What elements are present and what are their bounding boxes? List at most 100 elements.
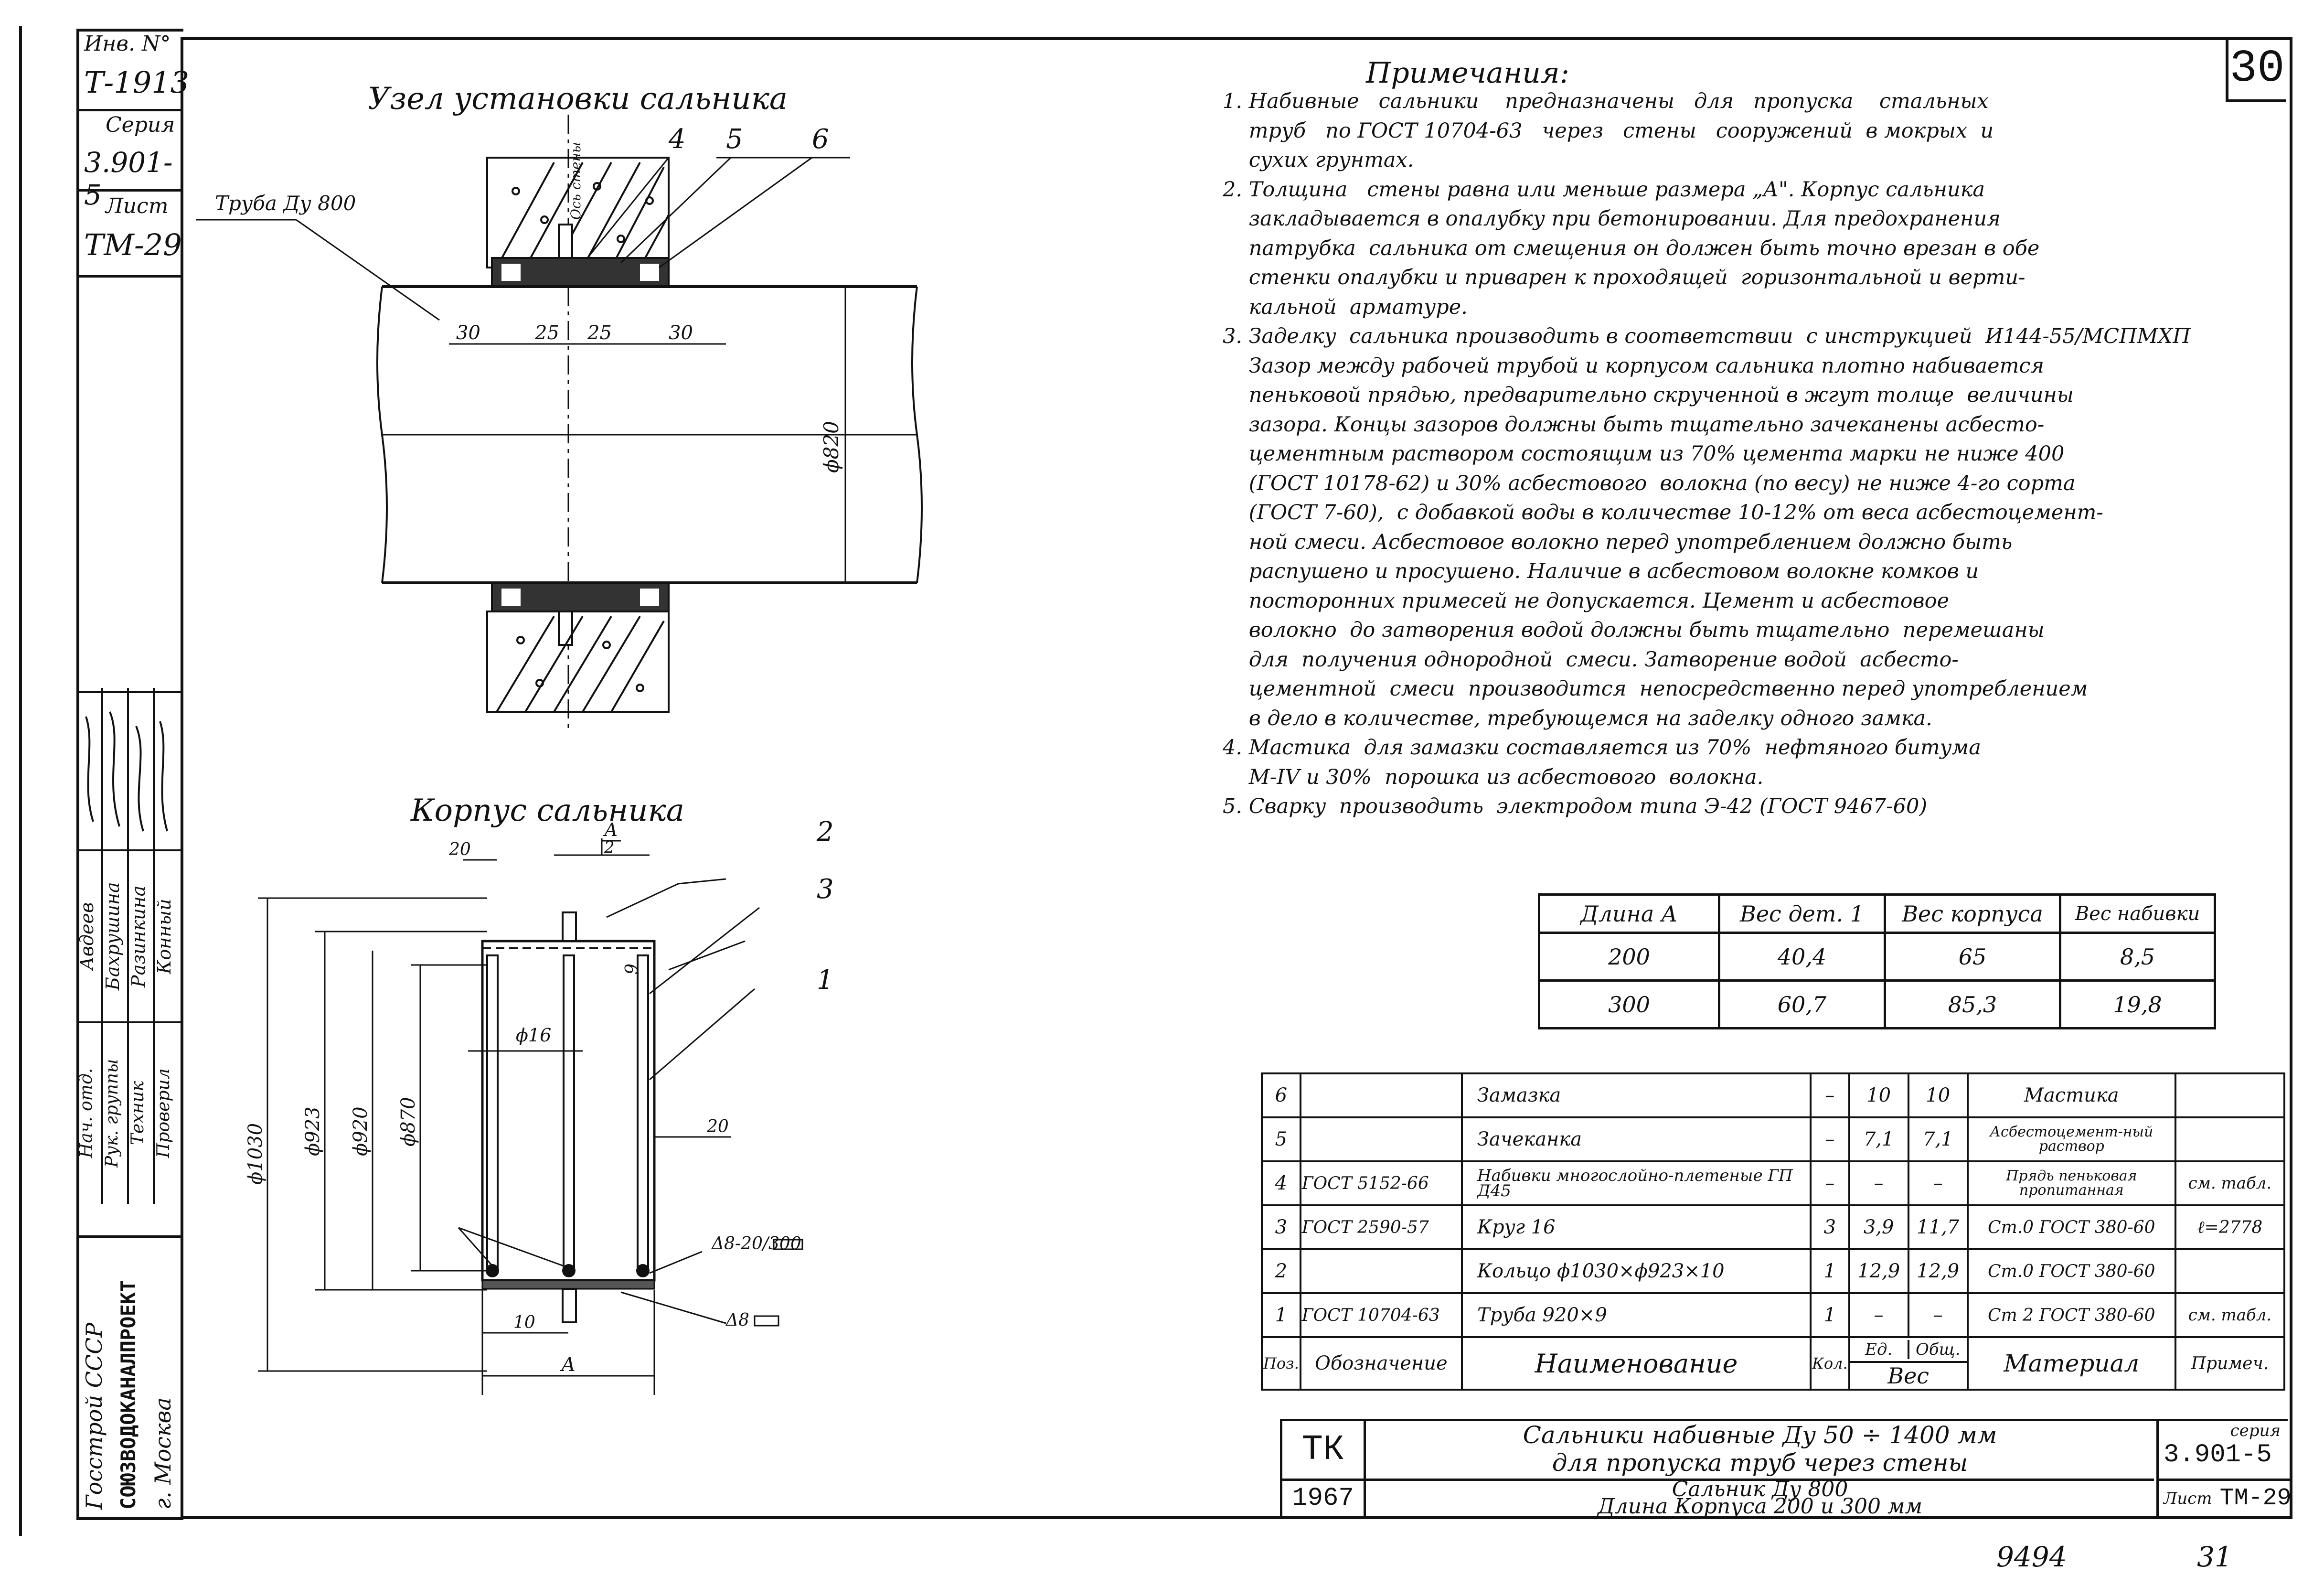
weights-header: Вес корпуса (1884, 893, 2061, 934)
spec-total: 7,1 (1907, 1116, 1969, 1162)
spec-pos: 4 (1261, 1160, 1301, 1206)
pipe-diameter: ϕ820 (820, 421, 843, 473)
spec-unit: 10 (1848, 1072, 1909, 1118)
drawing2-gland-body: 2 3 1 20 А 2 9 ϕ16 ϕ1030 ϕ923 ϕ920 ϕ870 … (245, 816, 834, 1395)
spec-doc: ГОСТ 10704-63 (1299, 1292, 1463, 1338)
note-line: цементным раствором состоящим из 70% цем… (1223, 442, 2065, 466)
signature-grid: Авдеев Бахрушина Разинкина Конный Нач. о… (76, 688, 181, 1204)
dim-phi870: ϕ870 (397, 1097, 419, 1147)
spec-table: 6 Замазка – 10 10 Мастика 5 Зачеканка – … (1261, 1072, 2286, 1391)
spec-pos: 6 (1261, 1072, 1301, 1118)
weights-table: Длина А Вес дет. 1 Вес корпуса Вес набив… (1538, 893, 2216, 1029)
subtitle-line-2: Длина Корпуса 200 и 300 мм (1598, 1494, 1922, 1519)
spec-doc: ГОСТ 2590-57 (1299, 1204, 1463, 1250)
footer-right: 31 (2197, 1541, 2232, 1573)
spec-total: – (1907, 1160, 1969, 1206)
spec-qty: – (1810, 1160, 1850, 1206)
drawing1-gland-assembly: 4 5 6 Труба Ду 800 Ось стены 30 25 25 30… (196, 115, 923, 731)
spec-header-name: Наименование (1460, 1336, 1812, 1391)
dim-top-2: 2 (604, 838, 615, 857)
footer-left: 9494 (1996, 1541, 2067, 1573)
note-line: кальной арматуре. (1223, 295, 1468, 319)
weights-header-row: Длина А Вес дет. 1 Вес корпуса Вес набив… (1538, 893, 2216, 934)
title-line-1: Сальники набивные Ду 50 ÷ 1400 мм (1523, 1421, 1997, 1449)
roles-column: Нач. отд. Рук. группы Техник Проверил (76, 1027, 181, 1199)
pipe-label: Труба Ду 800 (215, 192, 356, 215)
spec-row: 2 Кольцо ϕ1030×ϕ923×10 1 12,9 12,9 Ст.0 … (1261, 1248, 2286, 1294)
spec-material: Асбестоцемент-ный раствор (1966, 1116, 2176, 1162)
spec-doc: ГОСТ 5152-66 (1299, 1160, 1463, 1206)
callout-3: 3 (817, 874, 834, 905)
weights-row: 300 60,7 85,3 19,8 (1538, 979, 2216, 1029)
weights-header: Вес набивки (2059, 893, 2216, 934)
weights-cell: 85,3 (1884, 979, 2061, 1029)
title-block-sheet-cell: Лист ТМ-29 (2156, 1481, 2295, 1516)
weights-header: Длина А (1538, 893, 1720, 934)
dim-25-left: 25 (534, 322, 559, 344)
title-series-label: серия (2230, 1421, 2281, 1440)
title-block-code-cell: ТК (1282, 1421, 1366, 1481)
spec-qty: 1 (1810, 1248, 1850, 1294)
spec-material: Ст.0 ГОСТ 380-60 (1966, 1248, 2176, 1294)
stamp-divider (79, 275, 183, 278)
spec-note: см. табл. (2174, 1160, 2286, 1206)
spec-unit: – (1848, 1292, 1909, 1338)
note-line: патрубка сальника от смещения он должен … (1223, 236, 2040, 260)
weights-cell: 65 (1884, 932, 2061, 982)
spec-name: Труба 920×9 (1460, 1292, 1812, 1338)
spec-material: Ст 2 ГОСТ 380-60 (1966, 1292, 2176, 1338)
spec-name: Набивки многослойно-плетеные ГП Д45 (1460, 1160, 1812, 1206)
spec-unit: 7,1 (1848, 1116, 1909, 1162)
spec-qty: 1 (1810, 1292, 1850, 1338)
stamp-divider (79, 109, 183, 111)
note-line: в дело в количестве, требующемся на заде… (1223, 706, 1932, 730)
note-line: (ГОСТ 7-60), с добавкой воды в количеств… (1223, 501, 2103, 525)
spec-qty: – (1810, 1072, 1850, 1118)
weights-cell: 300 (1538, 979, 1720, 1029)
callout-1: 1 (817, 964, 834, 996)
dim-30-left: 30 (456, 322, 480, 344)
dim-phi923: ϕ923 (302, 1106, 324, 1156)
spec-header-note: Примеч. (2174, 1336, 2286, 1391)
spec-total: 12,9 (1907, 1248, 1969, 1294)
org-ministry: Госстрой СССР (81, 1322, 107, 1510)
spec-header-unit: Ед. (1850, 1340, 1909, 1359)
bar-middle (563, 954, 575, 1272)
weights-cell: 60,7 (1718, 979, 1886, 1029)
spec-qty: – (1810, 1116, 1850, 1162)
spec-header-row: Поз. Обозначение Наименование Кол. Ед. О… (1261, 1336, 2286, 1391)
inv-label: Инв. N° (84, 32, 171, 56)
title-sheet-label: Лист (2164, 1489, 2212, 1508)
role-1: Нач. отд. (76, 1068, 96, 1158)
role-3: Техник (128, 1081, 148, 1146)
weld-spec-1: Δ8-20/300 (711, 1234, 801, 1254)
dim-top-9: 9 (622, 964, 642, 975)
weights-header: Вес дет. 1 (1718, 893, 1886, 934)
spec-header-doc: Обозначение (1299, 1336, 1463, 1391)
weights-cell: 40,4 (1718, 932, 1886, 982)
spec-header-total: Общ. (1915, 1340, 1961, 1359)
spec-doc (1299, 1072, 1463, 1118)
sheet-value: ТМ-29 (84, 227, 182, 262)
dim-A: А (560, 1354, 576, 1376)
stamp-divider (79, 691, 183, 693)
dim-phi16: ϕ16 (516, 1025, 551, 1046)
subtitle-line-1: Сальник Ду 800 (1672, 1477, 1848, 1501)
spec-header-material: Материал (1966, 1336, 2176, 1391)
spec-note: ℓ=2778 (2174, 1204, 2286, 1250)
spec-unit: – (1848, 1160, 1909, 1206)
spec-row: 1 ГОСТ 10704-63 Труба 920×9 1 – – Ст 2 Г… (1261, 1292, 2286, 1338)
spec-doc (1299, 1248, 1463, 1294)
note-line: М-IV и 30% порошка из асбестового волокн… (1223, 765, 1764, 789)
organization: Госстрой СССР СОЮЗВОДОКАНАЛПРОЕКТ г. Мос… (76, 1232, 181, 1510)
title-block-subtitle: Сальник Ду 800 Длина Корпуса 200 и 300 м… (1366, 1477, 2154, 1519)
note-line: Зазор между рабочей трубой и корпусом са… (1223, 354, 2044, 378)
dim-30-right: 30 (669, 322, 693, 344)
name-3: Разинкина (128, 885, 149, 987)
spec-doc (1299, 1116, 1463, 1162)
dim-20-right: 20 (706, 1117, 729, 1136)
bar-right (637, 954, 649, 1272)
callout-6: 6 (812, 124, 829, 155)
dim-phi1030: ϕ1030 (245, 1123, 267, 1185)
note-line: волокно до затворения водой должны быть … (1223, 618, 2045, 642)
